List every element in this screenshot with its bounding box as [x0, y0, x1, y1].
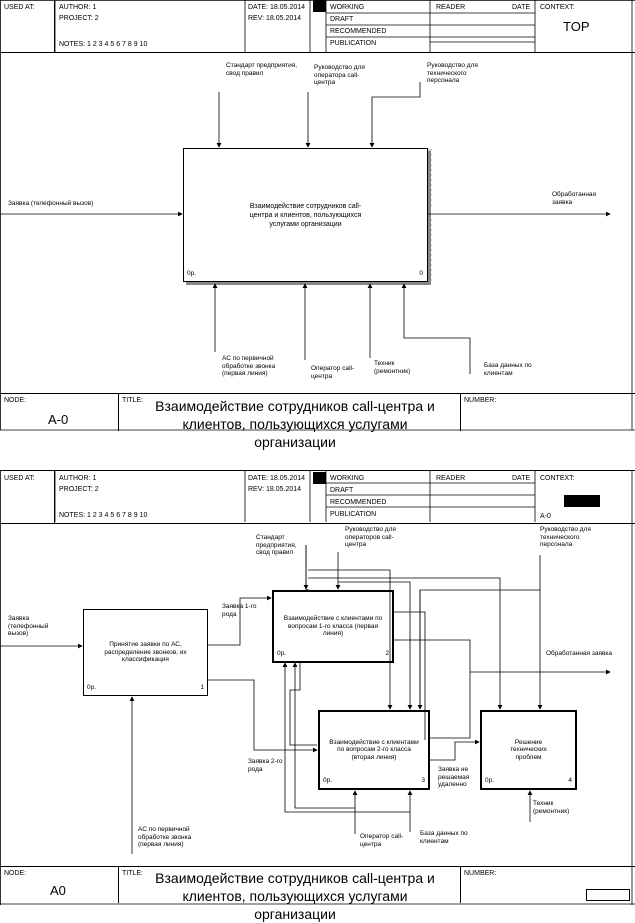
title-label: TITLE:	[122, 870, 144, 877]
title-label: TITLE:	[122, 397, 144, 404]
context-value: А-0	[540, 513, 551, 520]
reader-date-label: DATE	[512, 4, 531, 11]
control-label-tech-guide: Руководство для технического персонала	[427, 62, 478, 84]
project-label: PROJECT: 2	[59, 15, 99, 22]
label-standard: Стандарт предприятия, свод правил	[256, 534, 297, 556]
output-label: Обработанная заявка	[552, 191, 597, 206]
box-corner-left: 0р.	[187, 270, 197, 277]
label-operator: Оператор call-центра	[360, 833, 404, 848]
context-label: CONTEXT:	[540, 475, 575, 482]
diagram-sheet-a0: USED AT: AUTHOR: 1 PROJECT: 2 NOTES: 1 2…	[0, 470, 635, 922]
label-output: Обработанная заявка	[546, 650, 613, 657]
context-thumbnail	[564, 495, 600, 507]
recommended-status: RECOMMENDED	[330, 499, 387, 506]
date-label: DATE: 18.05.2014	[248, 475, 306, 482]
activity-box-3[interactable]: Взаимодействие с клиентами по вопросам 2…	[318, 710, 430, 790]
number-label: NUMBER:	[464, 870, 497, 877]
context-label: CONTEXT:	[540, 4, 575, 11]
node-value: А-0	[48, 412, 69, 427]
used-at-cell: USED AT:	[0, 0, 55, 52]
box-4-corner-right: 4	[568, 777, 572, 784]
used-at-label: USED AT:	[4, 4, 35, 11]
date-label: DATE: 18.05.2014	[248, 4, 306, 11]
rev-label: REV: 18.05.2014	[248, 15, 302, 22]
activity-box-text: Взаимодействие сотрудников call-центра и…	[249, 202, 362, 228]
node-value: А0	[50, 883, 66, 898]
control-label-operator-guide: Руководство для оператора call-центра	[314, 64, 365, 86]
rev-label: REV: 18.05.2014	[248, 486, 302, 493]
mechanism-label-db: База данных по клиентам	[484, 362, 532, 377]
author-label: AUTHOR: 1	[59, 4, 97, 11]
number-box	[586, 889, 630, 901]
label-tech-guide: Руководство для технического персонала	[540, 526, 591, 548]
box-3-corner-left: 0р.	[323, 777, 333, 784]
notes-label: NOTES: 1 2 3 4 5 6 7 8 9 10	[59, 41, 148, 48]
box-1-corner-right: 1	[200, 684, 204, 691]
label-operators-guide: Руководство для операторов call-центра	[345, 526, 396, 548]
activity-box-4-text: Решение технических проблем	[510, 738, 547, 761]
box-corner-right: 0	[419, 270, 423, 277]
label-db: База данных по клиентам	[420, 830, 468, 845]
number-label: NUMBER:	[464, 397, 497, 404]
working-marker	[313, 472, 326, 484]
control-label-standard: Стандарт предприятия, свод правил	[226, 62, 298, 77]
working-marker	[313, 0, 326, 12]
header-frame: USED AT: AUTHOR: 1 PROJECT: 2 NOTES: 1 2…	[0, 0, 635, 53]
mechanism-label-operator: Оператор call-центра	[311, 365, 355, 380]
working-status: WORKING	[330, 475, 365, 482]
activity-box-3-text: Взаимодействие с клиентами по вопросам 2…	[329, 738, 419, 761]
author-label: AUTHOR: 1	[59, 475, 97, 482]
notes-label: NOTES: 1 2 3 4 5 6 7 8 9 10	[59, 512, 148, 519]
activity-box-1-text: Принятие заявки по АС, распределение зво…	[104, 641, 187, 664]
activity-box-1[interactable]: Принятие заявки по АС, распределение зво…	[83, 609, 208, 696]
draft-status: DRAFT	[330, 487, 354, 494]
box-2-corner-left: 0р.	[277, 650, 287, 657]
node-label: NODE:	[4, 397, 27, 404]
publication-status: PUBLICATION	[330, 40, 377, 47]
label-req1: Заявка 1-го рода	[222, 603, 257, 618]
activity-box-4[interactable]: Решение технических проблем 0р. 4	[480, 710, 577, 790]
label-as: АС по первичной обработке звонка (первая…	[138, 826, 192, 848]
reader-label: READER	[436, 4, 466, 11]
label-req2: Заявка 2-го рода	[248, 758, 283, 773]
publication-status: PUBLICATION	[330, 511, 377, 518]
recommended-status: RECOMMENDED	[330, 28, 387, 35]
activity-box-2[interactable]: Взаимодействие с клиентами по вопросам 1…	[272, 590, 394, 663]
used-at-cell: USED AT:	[0, 471, 55, 523]
label-input: Заявка (телефонный вызов)	[8, 615, 49, 637]
header-frame: USED AT: AUTHOR: 1 PROJECT: 2 NOTES: 1 2…	[0, 470, 635, 524]
mechanism-label-tech: Техник (ремонтник)	[374, 360, 411, 375]
diagram-sheet-top: USED AT: AUTHOR: 1 PROJECT: 2 NOTES: 1 2…	[0, 0, 635, 450]
node-label: NODE:	[4, 870, 27, 877]
box-3-corner-right: 3	[421, 777, 425, 784]
working-status: WORKING	[330, 4, 365, 11]
box-2-corner-right: 2	[385, 650, 389, 657]
footer-frame: NODE: А0 TITLE: Взаимодействие сотрудник…	[0, 866, 635, 922]
project-label: PROJECT: 2	[59, 486, 99, 493]
box-1-corner-left: 0р.	[87, 684, 97, 691]
used-at-label: USED AT:	[4, 475, 35, 482]
activity-box-2-text: Взаимодействие с клиентами по вопросам 1…	[283, 615, 383, 638]
diagram-title: Взаимодействие сотрудников call-центра и…	[155, 398, 435, 450]
input-label: Заявка (телефонный вызов)	[8, 200, 94, 207]
footer-frame: NODE: А-0 TITLE: Взаимодействие сотрудни…	[0, 393, 635, 450]
reader-date-label: DATE	[512, 475, 531, 482]
mechanism-label-as: АС по первичной обработке звонка (первая…	[222, 355, 276, 377]
activity-box-a0[interactable]: Взаимодействие сотрудников call-центра и…	[183, 148, 428, 282]
draft-status: DRAFT	[330, 16, 354, 23]
box-4-corner-left: 0р.	[485, 777, 495, 784]
reader-label: READER	[436, 475, 466, 482]
label-unsolved: Заявка не решаемая удаленно	[438, 766, 470, 788]
context-value: TOP	[563, 19, 590, 34]
label-tech: Техник (ремонтник)	[533, 800, 570, 815]
